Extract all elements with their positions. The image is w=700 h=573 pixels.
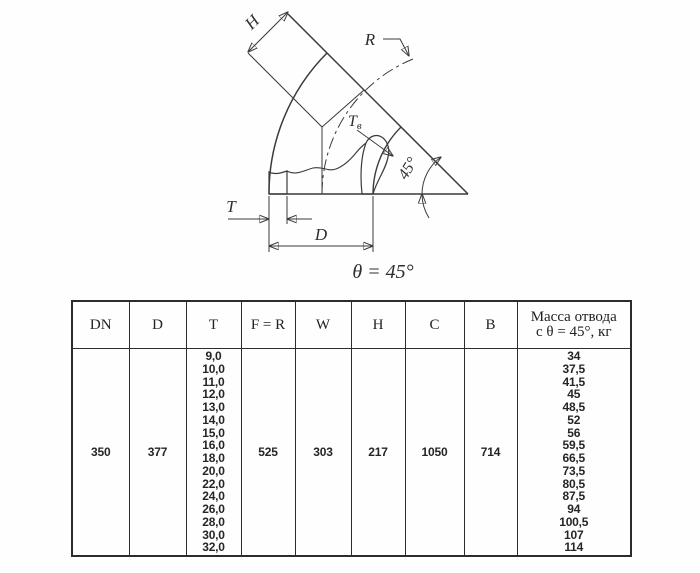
col-header-h: H xyxy=(350,300,406,349)
label-t: T xyxy=(226,197,237,216)
col-header-fr: F = R xyxy=(240,300,296,349)
col-header-t: T xyxy=(185,300,242,349)
cell-b: 714 xyxy=(463,348,518,557)
cell-t-values: 9,0 10,0 11,0 12,0 13,0 14,0 15,0 16,0 1… xyxy=(185,348,242,557)
col-header-mass-line1: Масса отвода xyxy=(530,309,617,325)
col-header-c: C xyxy=(404,300,465,349)
label-t-inner-sub: в xyxy=(357,120,362,132)
pipe-outer-arc xyxy=(268,52,328,195)
t-inner-leader-line xyxy=(356,129,393,156)
col-header-d: D xyxy=(128,300,187,349)
col-header-w: W xyxy=(294,300,352,349)
label-h: H xyxy=(240,10,264,34)
wall-section-inner xyxy=(360,134,390,195)
col-header-mass: Масса отвода с θ = 45°, кг xyxy=(516,300,632,349)
cell-w: 303 xyxy=(294,348,352,557)
cell-fr: 525 xyxy=(240,348,296,557)
h-dimension-line xyxy=(248,12,288,52)
cell-c: 1050 xyxy=(404,348,465,557)
bend-centerline-arc xyxy=(321,58,414,195)
col-header-dn: DN xyxy=(71,300,130,349)
angle-arc-upper xyxy=(421,157,441,195)
inclined-face-line xyxy=(287,13,469,195)
upper-axis-segment xyxy=(321,89,365,128)
wall-section-left xyxy=(268,170,288,195)
break-line xyxy=(286,142,367,174)
label-t-inner-main: T xyxy=(348,113,358,130)
col-header-b: B xyxy=(463,300,518,349)
angle-arc-lower xyxy=(422,194,430,219)
theta-caption: θ = 45° xyxy=(352,261,413,283)
elbow-45deg-technical-drawing: H R Tв 45° T D θ = 45° xyxy=(226,10,469,283)
cell-mass-values: 34 37,5 41,5 45 48,5 52 56 59,5 66,5 73,… xyxy=(516,348,632,557)
face-parallel-reference-line xyxy=(247,52,323,128)
pipe-inner-arc xyxy=(372,126,402,195)
cell-d: 377 xyxy=(128,348,187,557)
label-t-inner: Tв xyxy=(348,113,362,132)
header-row: DN D T F = R W H C B Масса отвода с θ = … xyxy=(71,300,632,349)
label-d: D xyxy=(314,225,328,244)
label-r: R xyxy=(364,30,376,49)
dimensions-table: DN D T F = R W H C B Масса отвода с θ = … xyxy=(71,300,632,557)
r-leader-line xyxy=(383,38,409,56)
col-header-mass-line2: с θ = 45°, кг xyxy=(536,324,612,340)
label-angle-45: 45° xyxy=(395,154,422,183)
cell-h: 217 xyxy=(350,348,406,557)
cell-dn: 350 xyxy=(71,348,130,557)
table-row: 350 377 9,0 10,0 11,0 12,0 13,0 14,0 15,… xyxy=(71,348,632,557)
